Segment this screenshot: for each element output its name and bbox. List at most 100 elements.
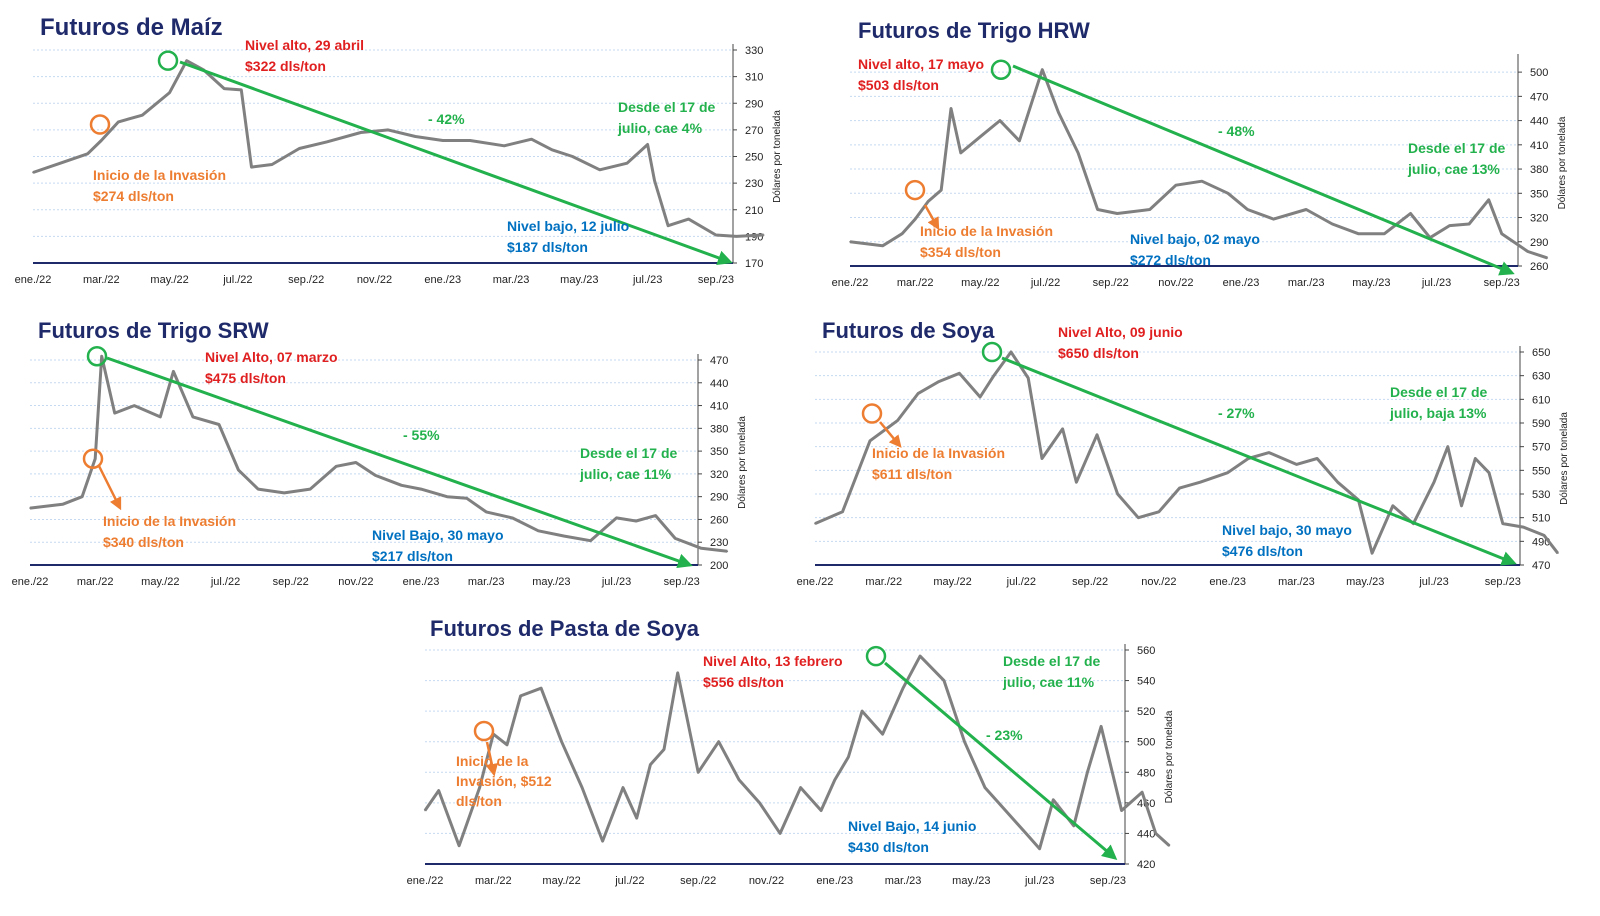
chart-title: Futuros de Soya <box>822 318 995 343</box>
trend-arrow <box>106 356 693 569</box>
y-tick-label: 380 <box>1530 164 1548 176</box>
data-point <box>738 779 740 781</box>
y-tick-label: 500 <box>1137 737 1155 749</box>
x-tick-label: jul./23 <box>1418 576 1448 588</box>
chart-panel: Futuros de Trigo HRW26029032035038041044… <box>832 18 1568 289</box>
low-label: Nivel bajo, 02 mayo <box>1130 231 1260 247</box>
x-tick-label: jul./23 <box>632 274 662 286</box>
x-tick-label: may./22 <box>961 277 999 289</box>
data-point <box>485 511 487 513</box>
invasion-value: $274 dls/ton <box>93 188 174 204</box>
percent-change-label: - 42% <box>428 111 465 127</box>
y-tick-label: 510 <box>1532 513 1550 525</box>
data-point <box>100 355 103 358</box>
x-tick-label: mar./23 <box>493 274 530 286</box>
x-tick-label: ene./23 <box>816 875 853 887</box>
data-point <box>901 232 903 235</box>
data-point <box>958 372 961 375</box>
x-tick-label: sep./23 <box>1485 576 1521 588</box>
chart-title: Futuros de Trigo HRW <box>858 18 1090 43</box>
data-point <box>979 135 982 138</box>
data-point <box>283 492 285 494</box>
x-tick-label: mar./22 <box>475 875 512 887</box>
y-tick-label: 610 <box>1532 394 1550 406</box>
data-point <box>1116 493 1119 495</box>
percent-change-label: - 23% <box>986 727 1023 743</box>
data-point <box>1272 218 1275 220</box>
y-tick-label: 260 <box>710 514 728 526</box>
x-tick-label: sep./22 <box>680 875 716 887</box>
data-point <box>963 740 966 743</box>
y-tick-label: 350 <box>1530 188 1548 200</box>
chart-title: Futuros de Pasta de Soya <box>430 616 700 641</box>
data-point <box>360 131 362 134</box>
y-axis-label: Dólares por tonelada <box>737 416 748 509</box>
data-point <box>537 530 540 532</box>
data-point <box>779 832 781 835</box>
data-point <box>1168 844 1171 847</box>
data-point <box>325 141 328 143</box>
data-point <box>1158 510 1160 513</box>
y-tick-label: 320 <box>710 469 728 481</box>
y-tick-label: 170 <box>745 258 763 270</box>
invasion-arrow <box>97 465 122 511</box>
x-tick-label: may./23 <box>560 274 598 286</box>
x-tick-label: jul./23 <box>601 576 631 588</box>
x-tick-label: may./23 <box>1352 277 1390 289</box>
data-point <box>917 392 919 395</box>
data-point <box>1075 481 1078 483</box>
invasion-marker <box>82 448 104 469</box>
data-point <box>1175 184 1177 187</box>
data-point <box>551 149 553 151</box>
x-tick-label: ene./23 <box>1223 277 1260 289</box>
high-marker <box>157 50 179 71</box>
data-point <box>758 802 761 804</box>
data-point <box>81 495 83 498</box>
data-point <box>1246 208 1249 211</box>
y-tick-label: 520 <box>1137 706 1155 718</box>
data-point <box>168 91 171 94</box>
low-value: $476 dls/ton <box>1222 543 1303 559</box>
data-point <box>141 114 144 117</box>
data-point <box>896 419 899 422</box>
data-point <box>424 809 426 812</box>
y-axis-label: Dólares por tonelada <box>772 110 783 203</box>
data-point <box>32 171 34 174</box>
since-july-label: Desde el 17 de <box>618 99 715 115</box>
chart-panel: Futuros de Maíz1701902102302502702903103… <box>15 14 783 286</box>
data-point <box>1072 824 1075 827</box>
data-point <box>914 218 916 220</box>
data-point <box>1096 208 1099 211</box>
data-point <box>1546 257 1549 259</box>
data-point <box>159 416 162 418</box>
data-point <box>414 135 417 138</box>
x-tick-label: ene./22 <box>15 274 52 286</box>
data-point <box>1543 534 1545 537</box>
data-point <box>1199 481 1201 483</box>
data-point <box>61 503 64 506</box>
data-point <box>663 748 665 751</box>
data-point <box>257 488 259 490</box>
data-point <box>1305 208 1307 211</box>
data-point <box>519 695 522 697</box>
y-tick-label: 550 <box>1532 465 1550 477</box>
x-tick-label: may./22 <box>150 274 188 286</box>
data-point <box>1096 434 1098 436</box>
since-july-label: Desde el 17 de <box>1390 384 1487 400</box>
data-point <box>1526 250 1529 253</box>
data-point <box>185 59 188 62</box>
low-label: Nivel Bajo, 30 mayo <box>372 527 504 543</box>
data-point <box>697 771 699 774</box>
data-point <box>735 235 738 238</box>
data-point <box>478 786 481 789</box>
x-tick-label: may./23 <box>532 576 570 588</box>
data-point <box>927 200 930 203</box>
y-tick-label: 440 <box>1137 828 1155 840</box>
invasion-arrow <box>879 421 902 448</box>
y-tick-label: 630 <box>1532 371 1550 383</box>
y-tick-label: 290 <box>710 492 728 504</box>
data-point <box>1100 725 1102 728</box>
data-point <box>1120 809 1123 812</box>
data-point <box>387 129 389 131</box>
